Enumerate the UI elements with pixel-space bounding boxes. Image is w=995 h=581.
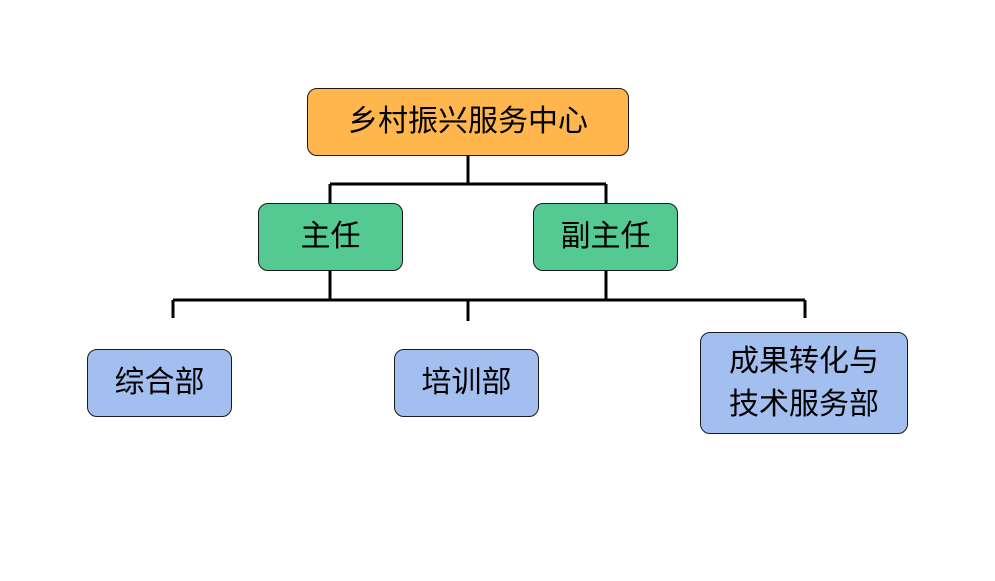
training-department-label: 培训部	[421, 365, 512, 400]
general-department-label: 综合部	[114, 365, 205, 400]
general-department-node: 综合部	[87, 349, 232, 417]
tech-service-department-node: 成果转化与 技术服务部	[700, 332, 908, 434]
tech-service-department-label: 成果转化与 技术服务部	[729, 344, 879, 422]
director-node-label: 主任	[300, 219, 361, 254]
root-node-label: 乡村振兴服务中心	[348, 104, 588, 139]
deputy-director-node: 副主任	[533, 203, 678, 271]
root-node: 乡村振兴服务中心	[307, 88, 629, 156]
deputy-director-node-label: 副主任	[560, 219, 651, 254]
director-node: 主任	[258, 203, 403, 271]
training-department-node: 培训部	[394, 349, 539, 417]
